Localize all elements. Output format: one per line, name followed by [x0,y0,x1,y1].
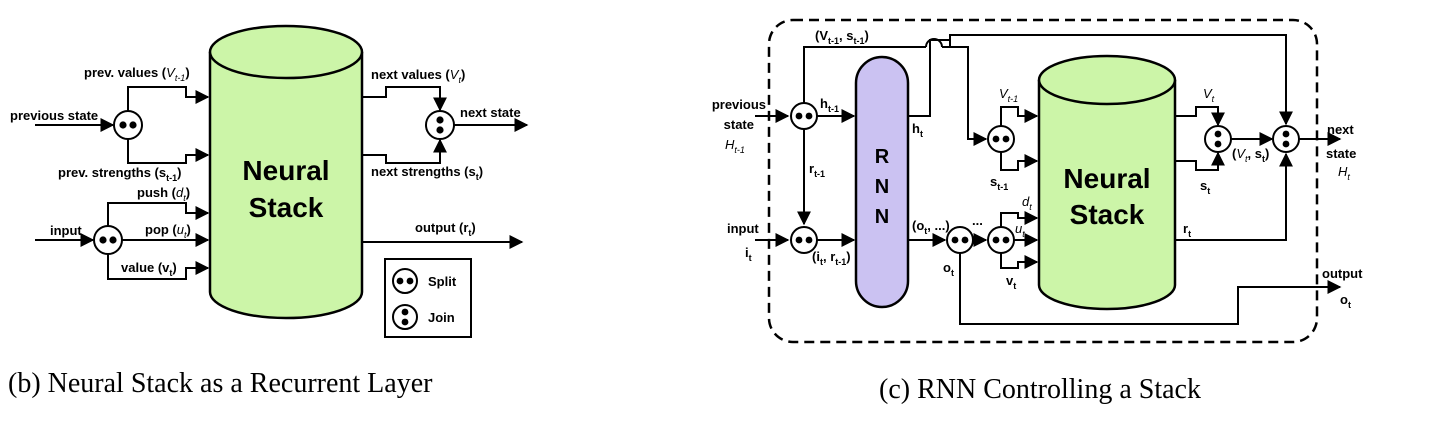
s-tm1-wire [1000,152,1039,171]
vs-t-label: (Vt, st) [1232,146,1269,164]
o-t-label: ot [943,260,954,278]
next-values-label: next values (Vt) [371,67,465,85]
split-node-vs-c [987,125,1015,153]
next-strengths-label: next strengths (st) [371,164,483,182]
next-label-c: next [1327,122,1354,137]
legend-split-label: Split [428,274,457,289]
neural-stack-cylinder [208,24,364,320]
prev-values-label: prev. values (Vt-1) [84,65,190,83]
V-tm1-wire [1000,106,1039,126]
output-label: output (rt) [415,220,476,238]
prev-strengths-wire [127,139,210,164]
legend-join-icon [392,304,418,330]
split-node-prev-state-c [790,102,818,130]
prev-strengths-label: prev. strengths (st-1) [58,165,181,183]
vs-bypass-wire-a [803,46,926,103]
rnn-block [854,55,910,309]
split-node-ot-c [946,226,974,254]
V-t-label: Vt [1203,86,1215,104]
s-tm1-label: st-1 [990,174,1008,192]
rnn-letter-n1: N [875,176,889,198]
join-node-next-state [425,110,455,140]
stack-label-line2: Stack [249,192,324,223]
push-wire [107,202,210,226]
panel-c: R N N Neural Stack previous state Ht-1 (… [712,18,1363,405]
legend-join-label: Join [428,310,455,325]
v-t-label: vt [1006,273,1016,291]
panel-b: Neural Stack previous state prev. values… [8,24,529,399]
neural-stack-cylinder-c [1037,80,1177,311]
previous-state-label: previous state [10,108,98,123]
o-t-out-label: ot [1340,292,1351,310]
stack-label-line1: Neural [242,155,329,186]
output-label-c: output [1322,266,1363,281]
stack-c-label-line2: Stack [1070,199,1145,230]
prev-values-wire [127,86,210,111]
r-tm1-label: rt-1 [809,161,825,179]
V-tm1-label: Vt-1 [999,86,1018,104]
V-t-wire [1175,106,1225,127]
H-tm1-label: Ht-1 [725,137,745,155]
i-t-label: it [745,245,752,263]
value-wire [107,254,210,280]
d-t-label: dt [1022,194,1032,212]
ot-label: (ot, ...) [912,218,950,236]
next-state-label: next state [460,105,521,120]
o-t-wire [959,253,1313,325]
r-t-label: rt [1183,221,1191,239]
u-t-label: ut [1015,221,1025,239]
rnn-letter-r: R [875,146,890,168]
h-t-label: ht [912,121,923,139]
previous-label: previous [712,97,766,112]
d-t-wire [1000,211,1039,227]
split-node-prev-state [113,110,143,140]
join-node-next-state-c [1272,125,1300,153]
push-label: push (dt) [137,185,190,203]
v-t-wire [1000,253,1039,269]
vs-to-stack-wire [942,46,988,146]
r-t-wire [1175,152,1293,241]
pop-label: pop (ut) [145,222,191,240]
join-node-vs-t-c [1204,125,1232,153]
input-label-c: input [727,221,759,236]
next-strengths-wire [362,138,447,164]
H-t-label: Ht [1338,164,1350,182]
caption-b: (b) Neural Stack as a Recurrent Layer [8,368,433,399]
split-node-input [93,225,123,255]
h-t-wire [908,39,951,117]
s-t-label: st [1200,178,1210,196]
state-label: state [724,117,754,132]
h-t-to-state-wire [949,34,1293,126]
input-label: input [50,223,82,238]
controller-boundary [767,18,1319,344]
s-t-wire [1175,151,1225,171]
stack-c-label-line1: Neural [1063,163,1150,194]
h-tm1-label: ht-1 [820,96,839,114]
it-rt-label: (it, rt-1) [812,249,851,267]
legend-split-icon [392,268,418,294]
ellipsis-label: ... [972,213,983,228]
vs-tm1-label: (Vt-1, st-1) [815,28,869,46]
next-values-wire [362,86,447,112]
split-node-duv-c [987,226,1015,254]
caption-c: (c) RNN Controlling a Stack [879,374,1201,405]
value-label: value (vt) [121,260,177,278]
rnn-letter-n2: N [875,206,889,228]
state-label-c: state [1326,146,1356,161]
